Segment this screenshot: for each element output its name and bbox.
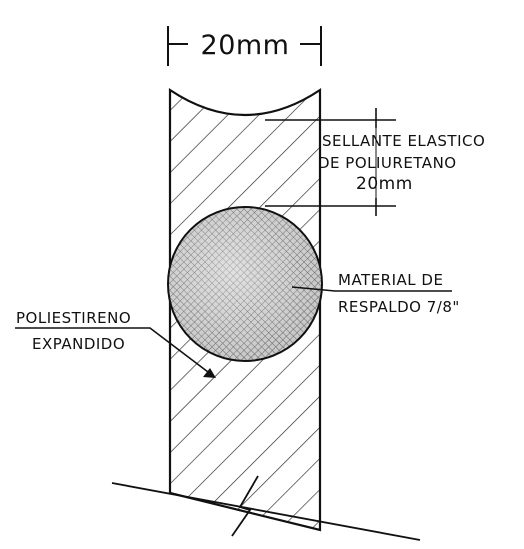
foam-label-line1: POLIESTIRENO xyxy=(16,309,131,327)
break-line xyxy=(111,475,421,541)
backer-label-line2: RESPALDO 7/8" xyxy=(338,298,460,316)
sealant-label-line2: DE POLIURETANO xyxy=(318,154,457,172)
top-dimension xyxy=(167,26,322,66)
foam-label-line2: EXPANDIDO xyxy=(32,335,125,353)
foam-leader-arrow xyxy=(203,368,216,378)
top-dimension-text: 20mm xyxy=(201,30,290,61)
sealant-label-line1: SELLANTE ELASTICO xyxy=(322,132,485,150)
sealant-dimension xyxy=(265,108,396,216)
backer-rod-highlight xyxy=(169,208,321,360)
foam-leader xyxy=(15,327,209,373)
sealant-label-line3: 20mm xyxy=(356,174,413,194)
backer-leader xyxy=(291,286,452,292)
backer-label-line1: MATERIAL DE xyxy=(338,271,443,289)
